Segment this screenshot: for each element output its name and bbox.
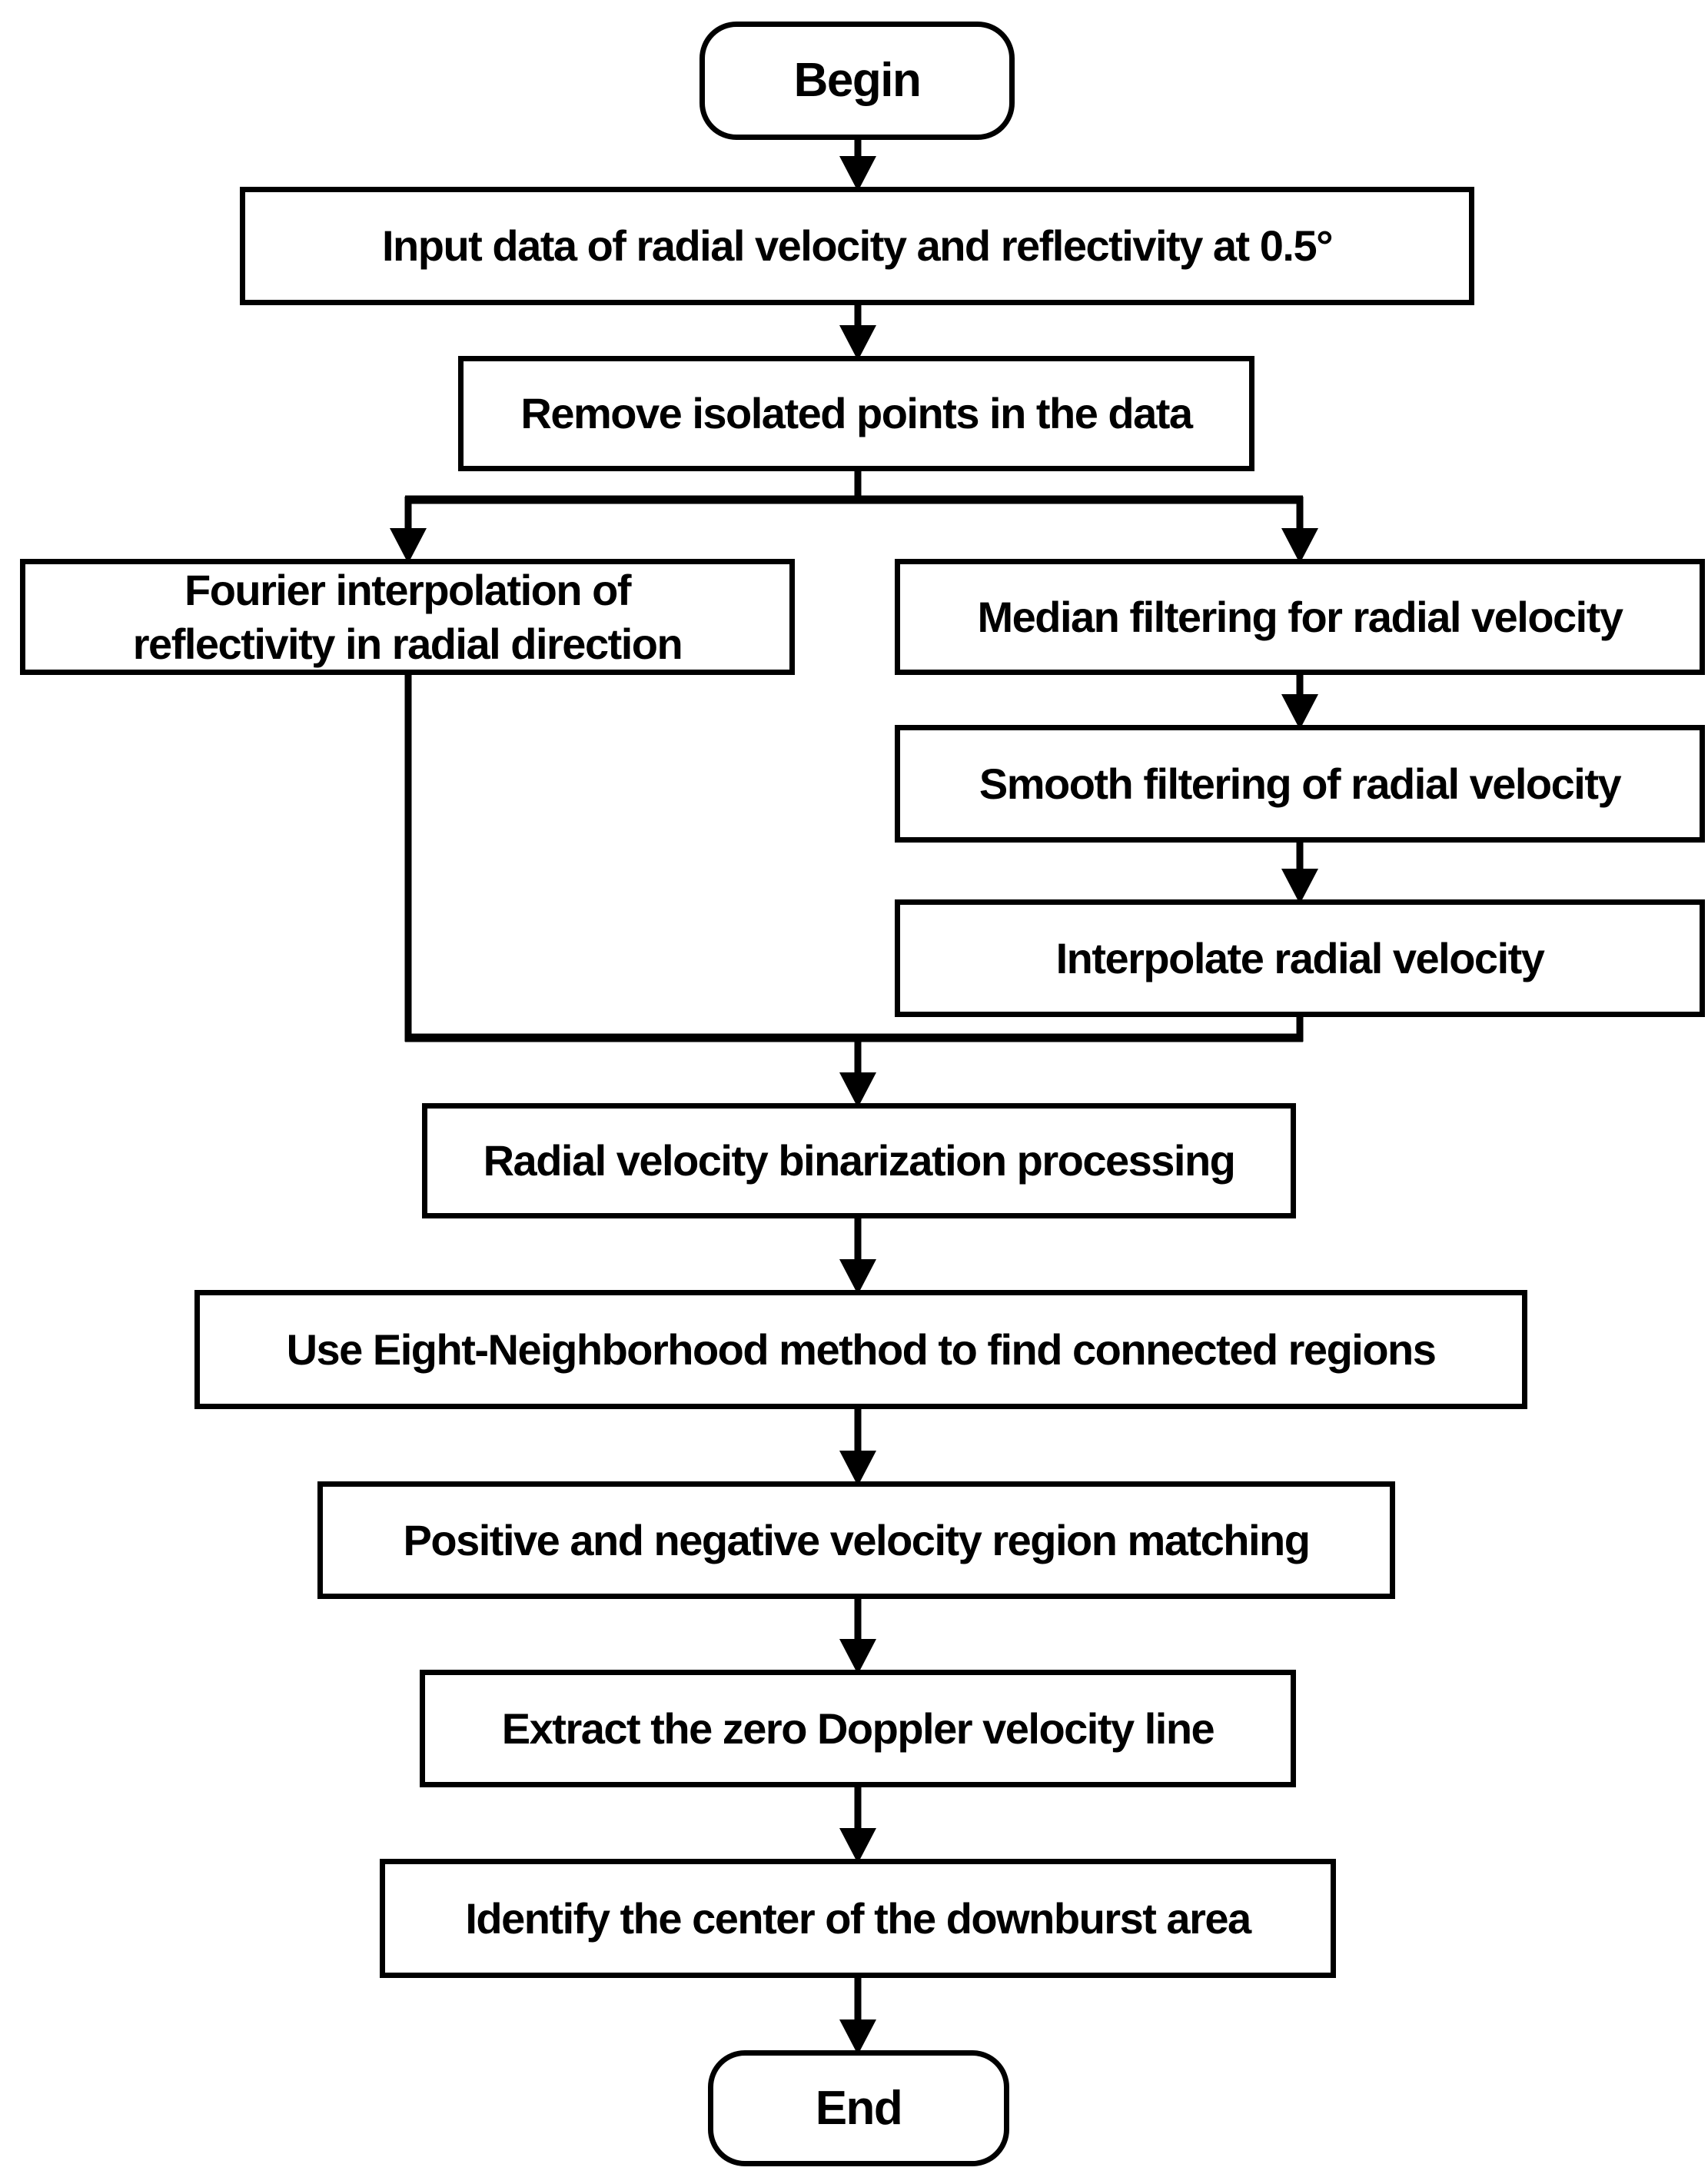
node-end: End	[708, 2050, 1009, 2166]
arrow-branch-to-fourier	[390, 497, 427, 563]
node-input-data: Input data of radial velocity and reflec…	[240, 187, 1474, 305]
arrow-merge-to-binarization	[839, 1035, 876, 1108]
node-extract-zero-line: Extract the zero Doppler velocity line	[420, 1670, 1296, 1787]
node-smooth-filtering: Smooth filtering of radial velocity	[895, 725, 1705, 843]
arrow-smooth-to-interpolate	[1281, 839, 1318, 904]
node-identify-center: Identify the center of the downburst are…	[380, 1859, 1336, 1978]
arrow-median-to-smooth	[1281, 672, 1318, 730]
node-eight-neighborhood: Use Eight-Neighborhood method to find co…	[194, 1290, 1527, 1409]
arrow-begin-to-input	[839, 137, 876, 191]
arrow-binarization-to-eight	[839, 1215, 876, 1295]
arrow-identify-to-end	[839, 1975, 876, 2055]
node-region-matching: Positive and negative velocity region ma…	[317, 1481, 1395, 1599]
node-remove-isolated: Remove isolated points in the data	[458, 356, 1254, 471]
node-fourier-interpolation: Fourier interpolation of reflectivity in…	[20, 559, 795, 675]
node-interpolate-velocity: Interpolate radial velocity	[895, 899, 1705, 1017]
node-median-filtering: Median filtering for radial velocity	[895, 559, 1705, 675]
node-binarization: Radial velocity binarization processing	[422, 1103, 1296, 1218]
arrow-input-to-remove	[839, 304, 876, 361]
arrow-eight-to-matching	[839, 1406, 876, 1486]
arrow-extract-to-identify	[839, 1784, 876, 1863]
arrow-branch-to-median	[1281, 497, 1318, 563]
node-begin: Begin	[699, 22, 1015, 140]
arrow-matching-to-extract	[839, 1596, 876, 1674]
